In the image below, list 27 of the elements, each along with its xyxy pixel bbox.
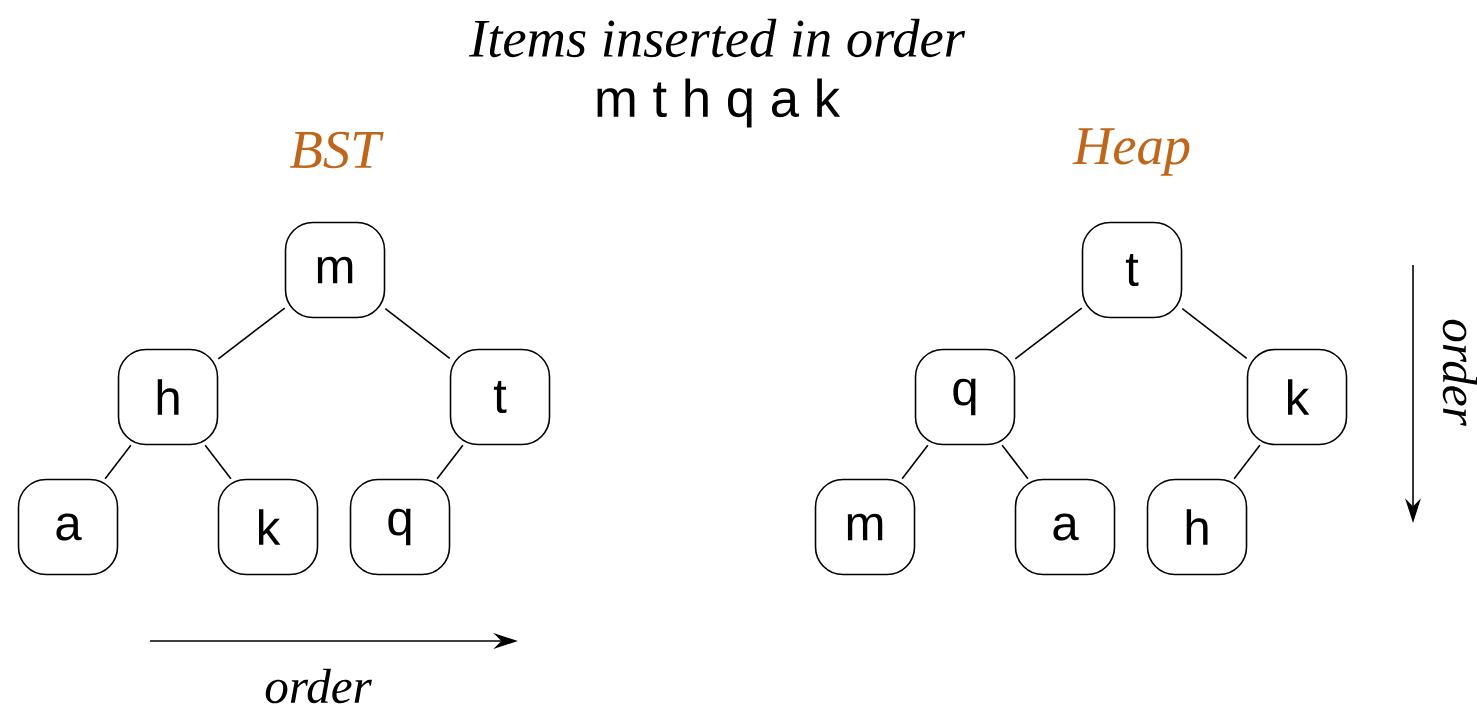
tree-edge [384,307,451,360]
tree-edge [901,444,929,480]
tree-node: k [217,478,319,576]
axis-label: order [1442,319,1477,426]
axis-label: order [265,668,372,704]
tree-edge [1014,307,1083,360]
tree-edge [1181,307,1248,360]
tree-node: m [284,221,386,319]
tree-node: h [117,348,219,446]
tree-edge [1233,444,1261,480]
tree-heading: BST [290,131,384,169]
tree-node: m [814,478,916,576]
tree-node: q [349,478,451,576]
tree-node: q [914,348,1016,446]
tree-edge [436,444,464,480]
sequence-text: m t h q a k [597,78,841,128]
tree-node: a [1014,478,1116,576]
title: Items inserted in order [468,18,966,58]
tree-node: t [449,348,551,446]
tree-node: k [1246,348,1348,446]
tree-edge [204,444,232,480]
tree-node: h [1146,478,1248,576]
tree-edge [1001,444,1029,480]
tree-edge [217,307,286,360]
tree-node: t [1081,221,1183,319]
tree-edge [104,444,132,480]
tree-node: a [17,478,119,576]
